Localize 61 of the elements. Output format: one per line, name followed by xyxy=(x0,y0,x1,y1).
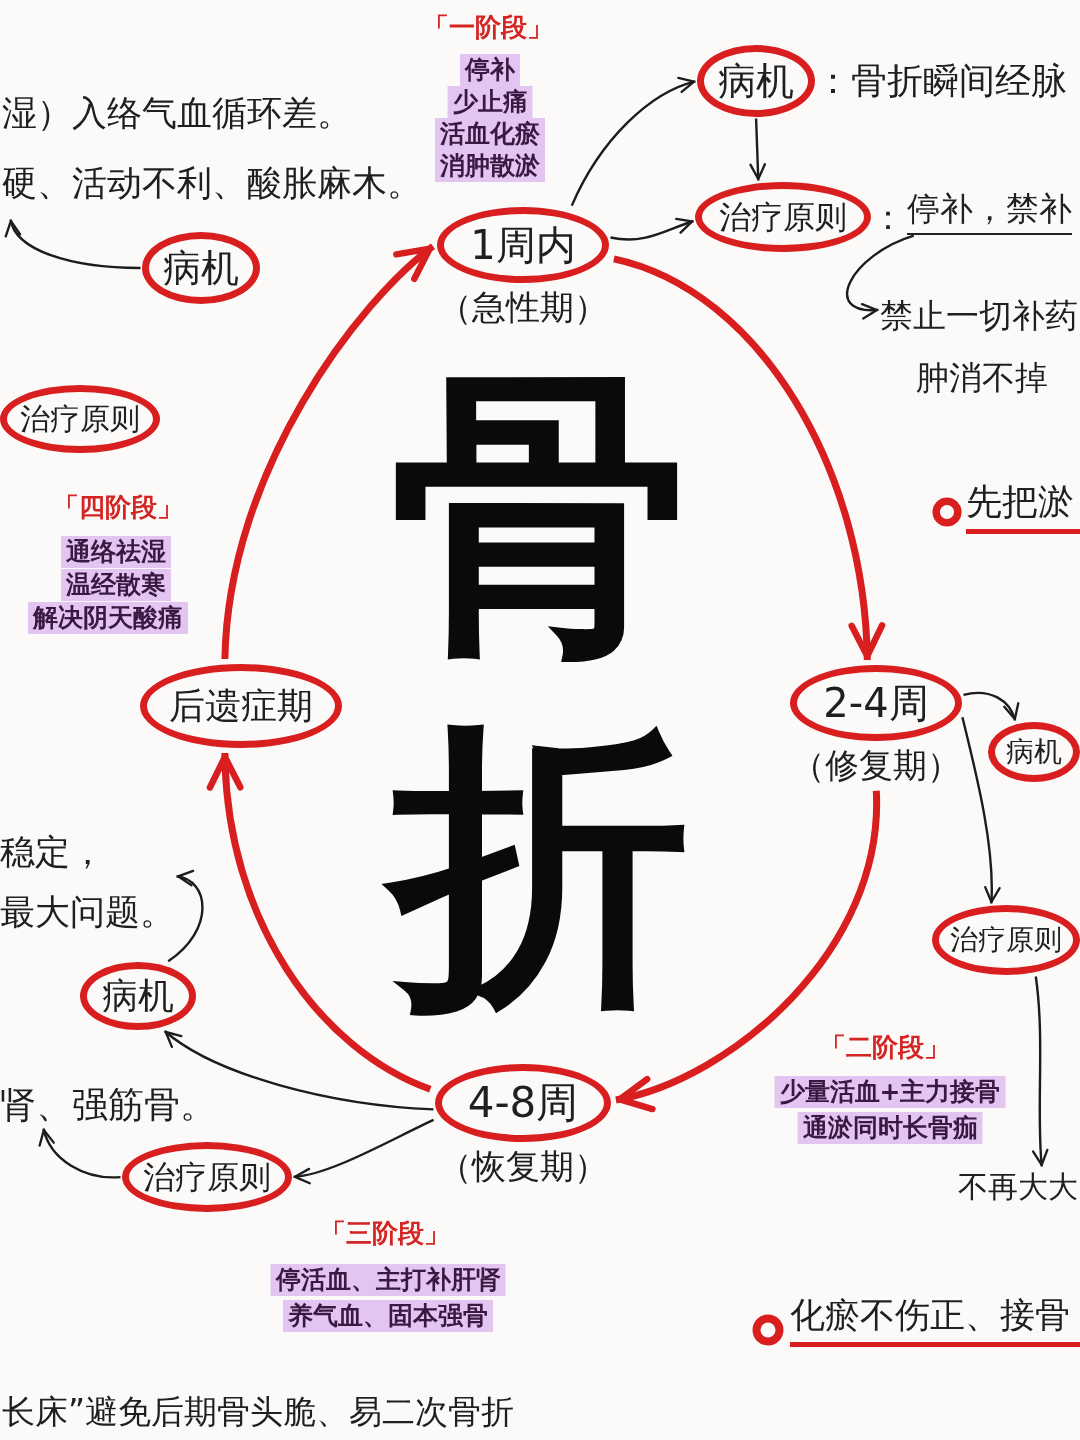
oval-node: 2-4周 xyxy=(790,665,962,741)
oval-node: 治疗原则 xyxy=(695,182,871,252)
note-text: 长床”避免后期骨头脆、易二次骨折 xyxy=(2,1392,515,1432)
curved-arrow xyxy=(293,1118,435,1184)
highlighted-text: 解决阴天酸痛 xyxy=(28,602,188,634)
curved-arrow xyxy=(963,691,1019,721)
stage-heading: 「二阶段」 xyxy=(820,1032,950,1064)
curved-arrow xyxy=(961,716,1001,904)
side-note: ： xyxy=(871,196,905,238)
curved-arrow xyxy=(163,1030,434,1111)
curved-arrow xyxy=(208,752,432,1093)
side-note: （修复期） xyxy=(791,745,961,786)
note-line: 肿消不掉 xyxy=(916,357,1049,399)
curved-arrow xyxy=(167,871,204,963)
note-line: 最大问题。 xyxy=(0,891,175,934)
side-note: （恢复期） xyxy=(438,1146,608,1187)
oval-node: 病机 xyxy=(80,962,196,1030)
curved-arrow xyxy=(1032,976,1049,1167)
curved-arrow xyxy=(221,243,436,660)
note-line: 稳定， xyxy=(0,831,106,874)
side-note: （急性期） xyxy=(438,287,608,328)
highlighted-text: 停补 xyxy=(460,54,520,86)
oval-node: 治疗原则 xyxy=(122,1142,292,1212)
stage-heading: 「四阶段」 xyxy=(53,492,183,524)
stage-heading: 「一阶段」 xyxy=(423,12,553,44)
highlighted-text: 少止痛 xyxy=(447,86,533,118)
curved-arrow xyxy=(612,255,884,661)
highlighted-text: 温经散寒 xyxy=(61,569,171,601)
oval-node: 4-8周 xyxy=(435,1064,611,1142)
oval-node: 后遗症期 xyxy=(140,664,342,748)
underlined-note: 化瘀不伤正、接骨 xyxy=(790,1294,1080,1347)
handwritten-note: 不再大大 xyxy=(958,1168,1078,1206)
oval-node: 病机 xyxy=(988,722,1080,782)
note-line: 硬、活动不利、酸胀麻木。 xyxy=(2,162,422,205)
oval-node: 治疗原则 xyxy=(0,385,160,453)
oval-node: 病机 xyxy=(697,45,815,117)
highlighted-text: 活血化瘀 xyxy=(435,118,545,150)
curved-arrow xyxy=(570,77,696,207)
oval-node: 治疗原则 xyxy=(932,905,1080,975)
arrow xyxy=(749,118,767,181)
title-text: 骨折 xyxy=(372,338,708,1040)
curved-arrow xyxy=(846,234,915,319)
note-line: 湿）入络气血循环差。 xyxy=(2,92,353,135)
stage-heading: 「三阶段」 xyxy=(320,1218,450,1250)
highlighted-text: 消肿散淤 xyxy=(435,150,545,182)
underlined-text: 停补，禁补 xyxy=(907,188,1072,236)
highlighted-text: 通淤同时长骨痂 xyxy=(797,1112,983,1144)
highlighted-text: 停活血、主打补肝肾 xyxy=(270,1264,506,1296)
highlighted-text: 养气血、固本强骨 xyxy=(283,1300,493,1332)
oval-node: 病机 xyxy=(142,232,260,304)
curved-arrow xyxy=(39,1128,121,1179)
note-line: 禁止一切补药 xyxy=(880,295,1078,337)
curved-arrow xyxy=(6,219,141,270)
side-note: ：骨折瞬间经脉 xyxy=(815,59,1067,103)
curved-arrow xyxy=(610,218,694,241)
curved-arrow xyxy=(615,790,880,1110)
highlighted-text: 通络祛湿 xyxy=(61,536,171,568)
handwritten-note: 肾、强筋骨。 xyxy=(0,1082,216,1127)
highlighted-text: 少量活血+主力接骨 xyxy=(774,1076,1006,1108)
oval-node: 1周内 xyxy=(437,207,609,283)
underlined-note: 先把淤 xyxy=(966,480,1080,535)
